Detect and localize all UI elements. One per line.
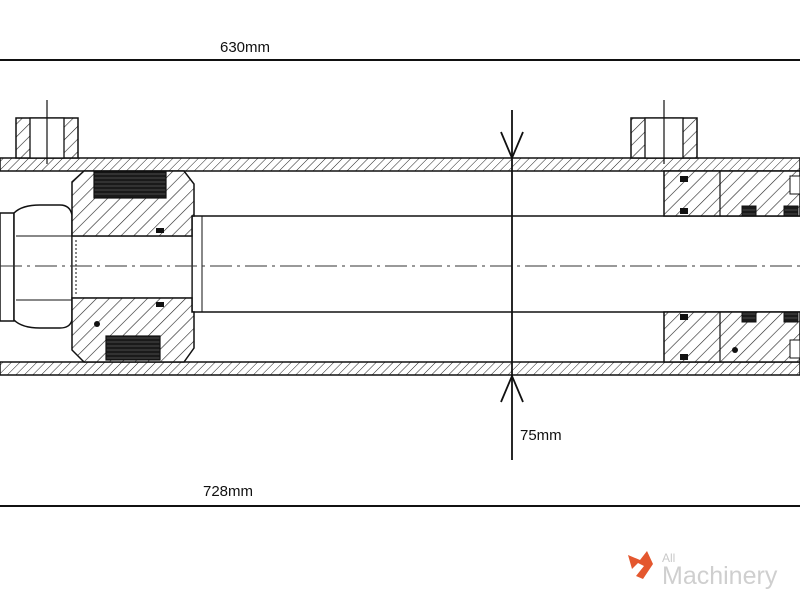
barrel-bottom-wall [0,361,800,376]
gland-seal-3 [741,311,757,323]
watermark-line1: All [662,551,675,565]
bore-dimension-arrow [500,110,524,460]
watermark-line2: Machinery [662,562,778,590]
dimension-bore-label: 75mm [520,427,562,444]
watermark-logo: All Machinery [628,551,778,590]
watermark-mark-icon [628,551,653,579]
dimension-top-label: 630mm [220,39,270,56]
gland-seal-1 [741,205,757,217]
piston-head [71,170,195,363]
gland-seal-4 [783,311,799,323]
gland-seal-2 [783,205,799,217]
dimension-bottom-label: 728mm [203,483,253,500]
barrel-top-wall [0,157,800,172]
piston-seal-bottom [105,335,161,361]
piston-rod [191,215,800,313]
port-left [15,100,79,164]
piston-seal-top [93,171,167,199]
rod-gland [663,170,800,363]
port-right [630,100,698,164]
